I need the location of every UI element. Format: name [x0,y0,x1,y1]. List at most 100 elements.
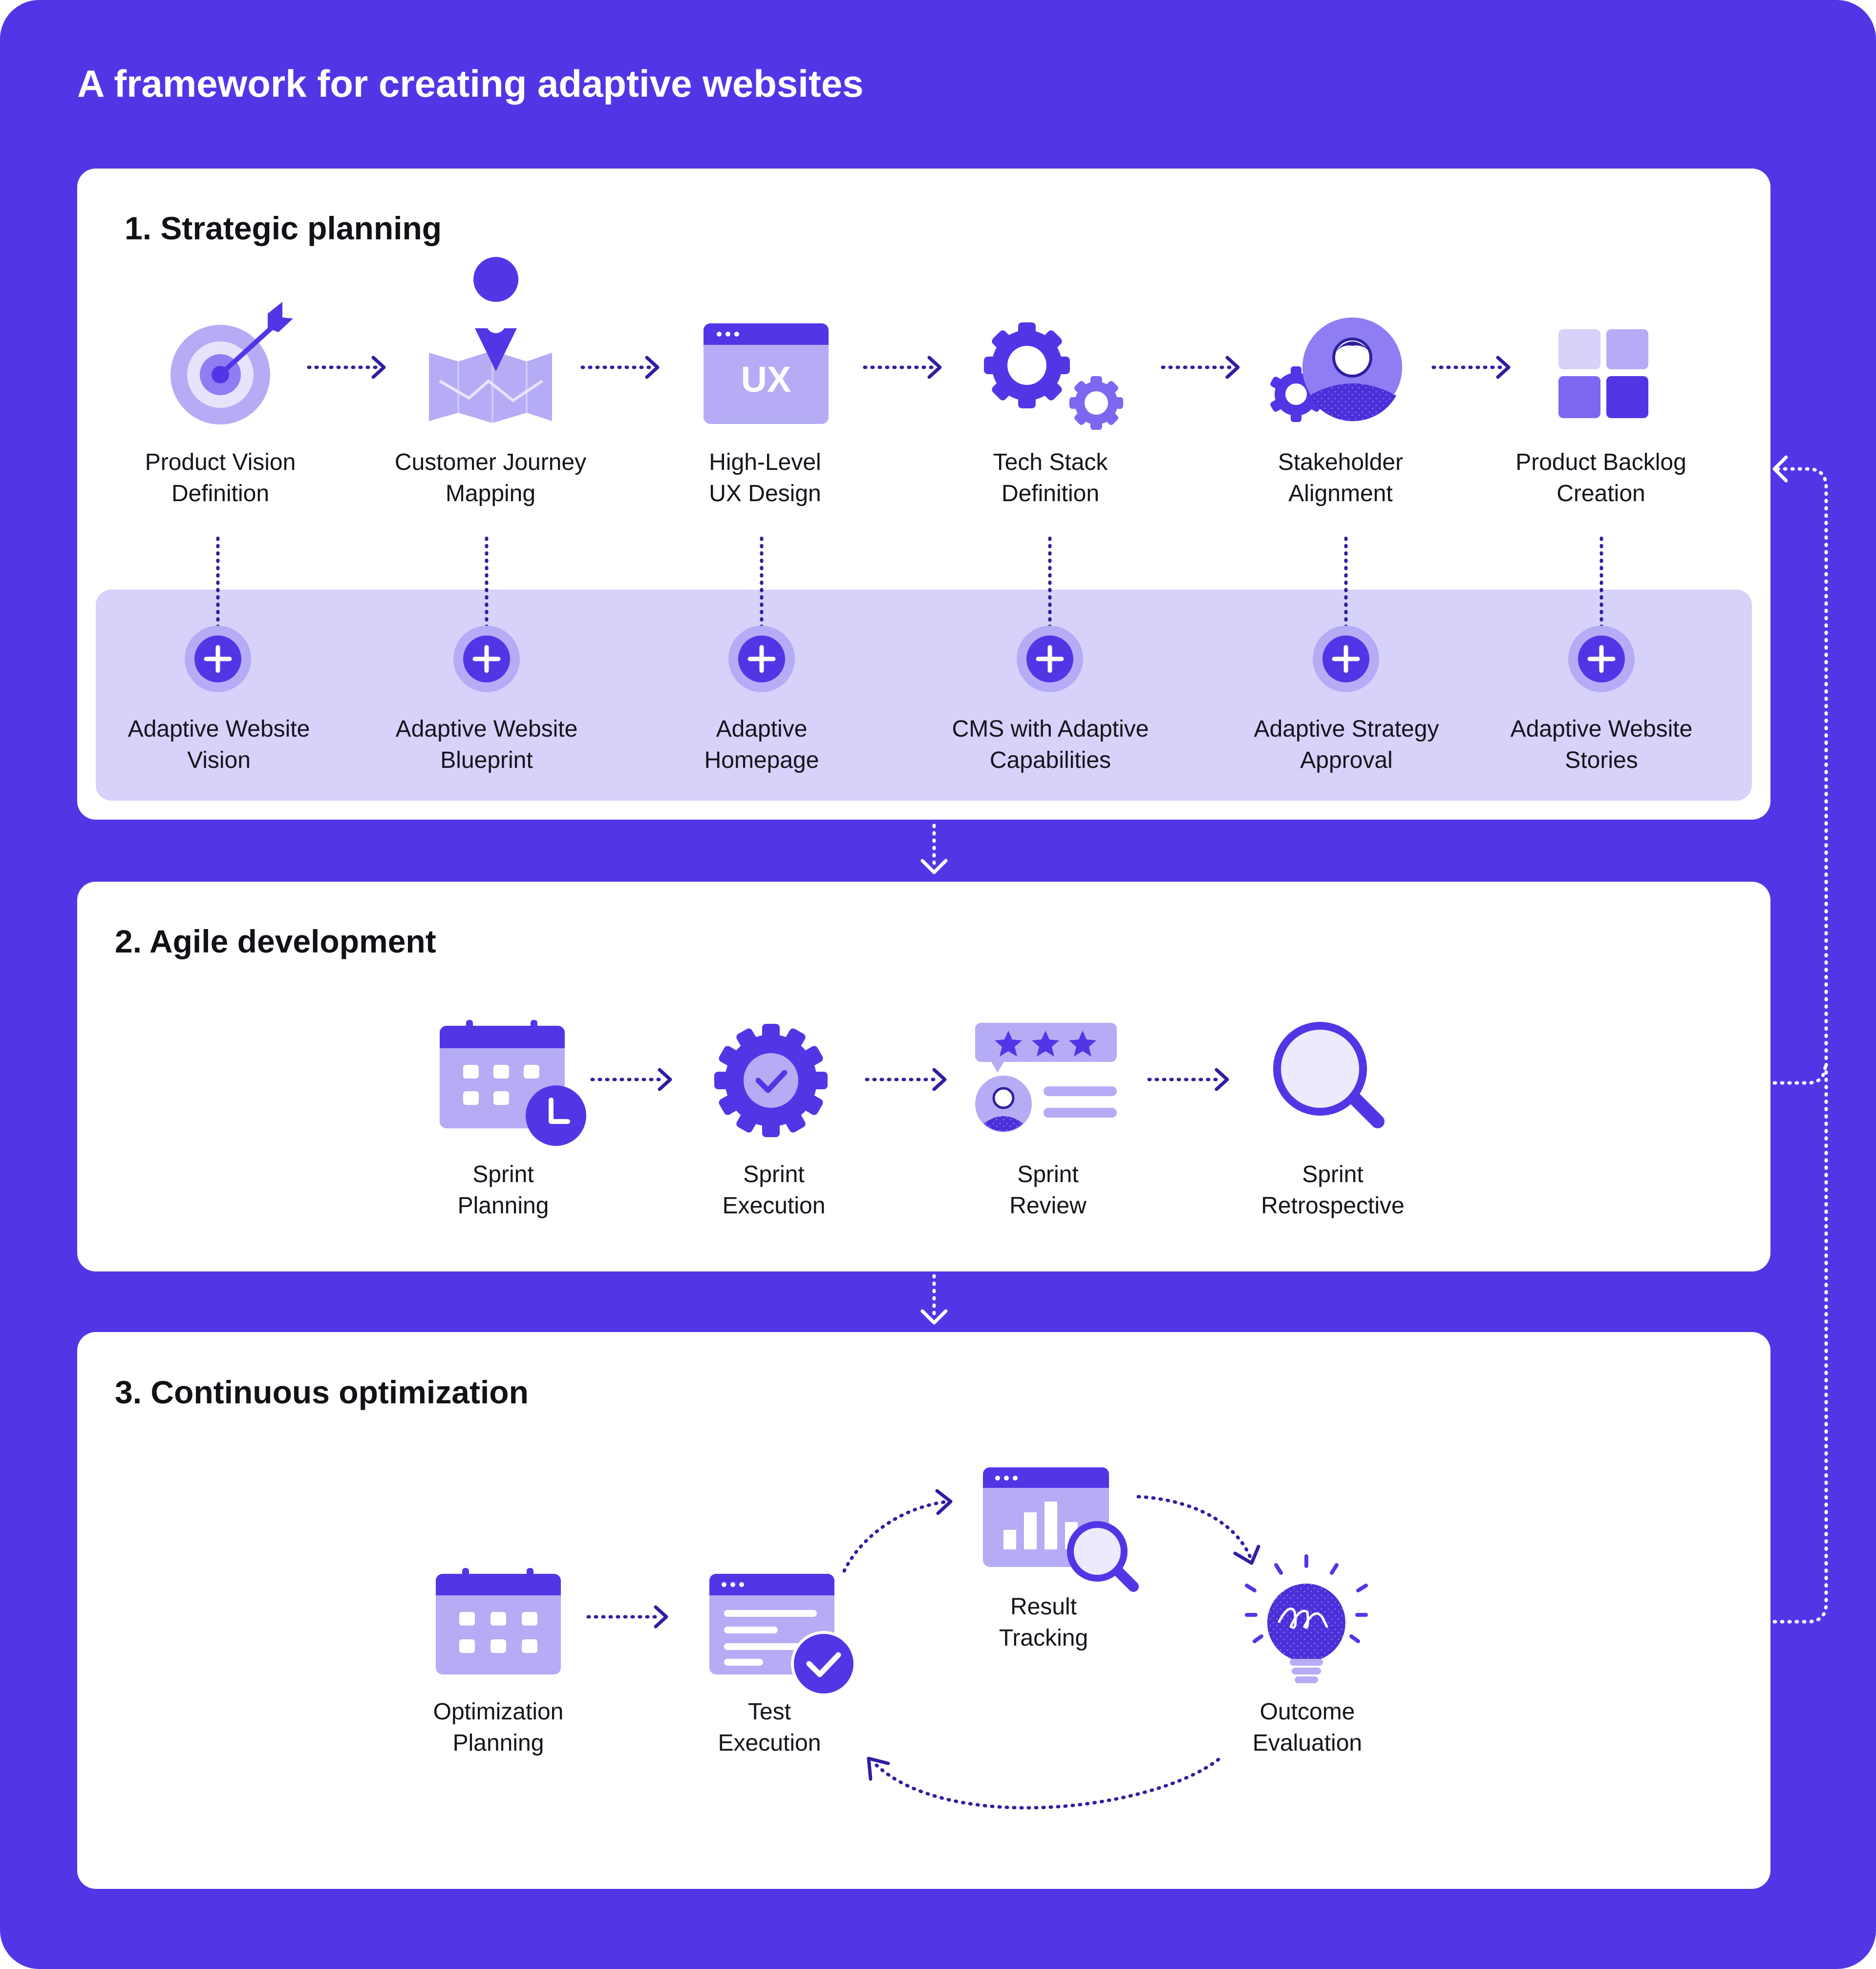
svg-text:High-Level: High-Level [709,449,821,475]
step-arrow [1147,1068,1229,1091]
plus-icon [728,626,795,692]
plus-icon [1313,626,1379,692]
svg-text:Stakeholder: Stakeholder [1278,449,1403,475]
plus-icon [1568,626,1635,692]
down-arrow [920,824,948,874]
calendar-icon [436,1568,561,1674]
step-arrow [586,1605,668,1629]
svg-text:Capabilities: Capabilities [990,747,1111,773]
chart-magnifier-icon [983,1467,1139,1592]
svg-text:Tech Stack: Tech Stack [993,449,1109,475]
svg-text:Planning: Planning [458,1193,549,1219]
svg-text:Test: Test [748,1699,791,1725]
svg-text:Approval: Approval [1300,747,1392,773]
backlog-blocks-icon [1558,329,1648,418]
review-stars-icon [975,1023,1117,1132]
cycle-arrow [842,1489,953,1573]
map-pin-icon [429,257,552,423]
svg-text:Sprint: Sprint [472,1162,533,1187]
svg-text:Result: Result [1010,1594,1077,1620]
step-arrow [1161,356,1240,379]
svg-text:Customer Journey: Customer Journey [395,449,586,475]
cycle-arrow [1136,1495,1260,1565]
svg-text:Retrospective: Retrospective [1261,1193,1404,1219]
calendar-clock-icon [440,1020,586,1146]
svg-text:Execution: Execution [718,1730,821,1756]
stakeholder-icon [1270,318,1402,422]
svg-text:Mapping: Mapping [446,481,535,507]
step-arrow [590,1068,672,1091]
svg-text:Planning: Planning [453,1730,544,1756]
gears-icon [984,322,1123,430]
svg-text:Adaptive: Adaptive [716,716,808,742]
svg-text:Creation: Creation [1556,481,1645,507]
outcomes-strip [96,590,1752,801]
diagram-title: A framework for creating adaptive websit… [77,62,864,105]
svg-text:Review: Review [1009,1193,1087,1219]
cycle-arrow [867,1757,1220,1810]
plus-icon [185,626,251,692]
step-label: High-Level UX Design [709,449,821,507]
ux-window-icon: UX [704,323,829,424]
step-arrow [307,356,386,379]
feedback-loop-connector [1772,455,1828,1624]
section-title: 2. Agile development [115,923,436,959]
continuous-optimization-panel [77,1332,1770,1889]
svg-text:Adaptive Website: Adaptive Website [1511,716,1693,742]
svg-text:Outcome: Outcome [1260,1699,1355,1725]
svg-text:Product Backlog: Product Backlog [1515,449,1686,475]
svg-text:Product Vision: Product Vision [145,449,296,475]
lightbulb-icon [1245,1554,1368,1683]
svg-text:Adaptive Strategy: Adaptive Strategy [1254,716,1439,742]
svg-text:Optimization: Optimization [433,1699,564,1725]
plus-icon [1017,626,1083,692]
svg-text:Blueprint: Blueprint [440,747,533,773]
gear-check-icon [714,1024,828,1137]
step-arrow [863,356,942,379]
down-arrow [920,1274,948,1325]
svg-text:Definition: Definition [171,481,269,507]
svg-text:Execution: Execution [723,1193,826,1219]
plus-icon [453,626,520,692]
svg-text:Tracking: Tracking [999,1625,1088,1651]
section-title: 3. Continuous optimization [115,1374,529,1410]
svg-text:Adaptive Website: Adaptive Website [396,716,578,742]
svg-text:Sprint: Sprint [743,1162,804,1187]
svg-text:Stories: Stories [1565,747,1638,773]
svg-text:UX Design: UX Design [709,481,821,507]
ux-text: UX [741,359,791,400]
svg-text:Evaluation: Evaluation [1253,1730,1362,1756]
svg-text:Sprint: Sprint [1017,1162,1078,1187]
section-title: 1. Strategic planning [125,210,442,246]
agile-development-panel [77,882,1770,1271]
step-arrow [865,1068,947,1091]
step-arrow [1431,356,1511,379]
svg-text:CMS with Adaptive: CMS with Adaptive [952,716,1149,742]
svg-text:Homepage: Homepage [704,747,819,773]
svg-text:Alignment: Alignment [1288,481,1392,507]
magnifier-icon [1273,1022,1385,1128]
svg-text:Sprint: Sprint [1302,1162,1363,1187]
step-arrow [580,356,660,379]
svg-text:Definition: Definition [1002,481,1099,507]
target-arrow-icon [171,302,293,424]
